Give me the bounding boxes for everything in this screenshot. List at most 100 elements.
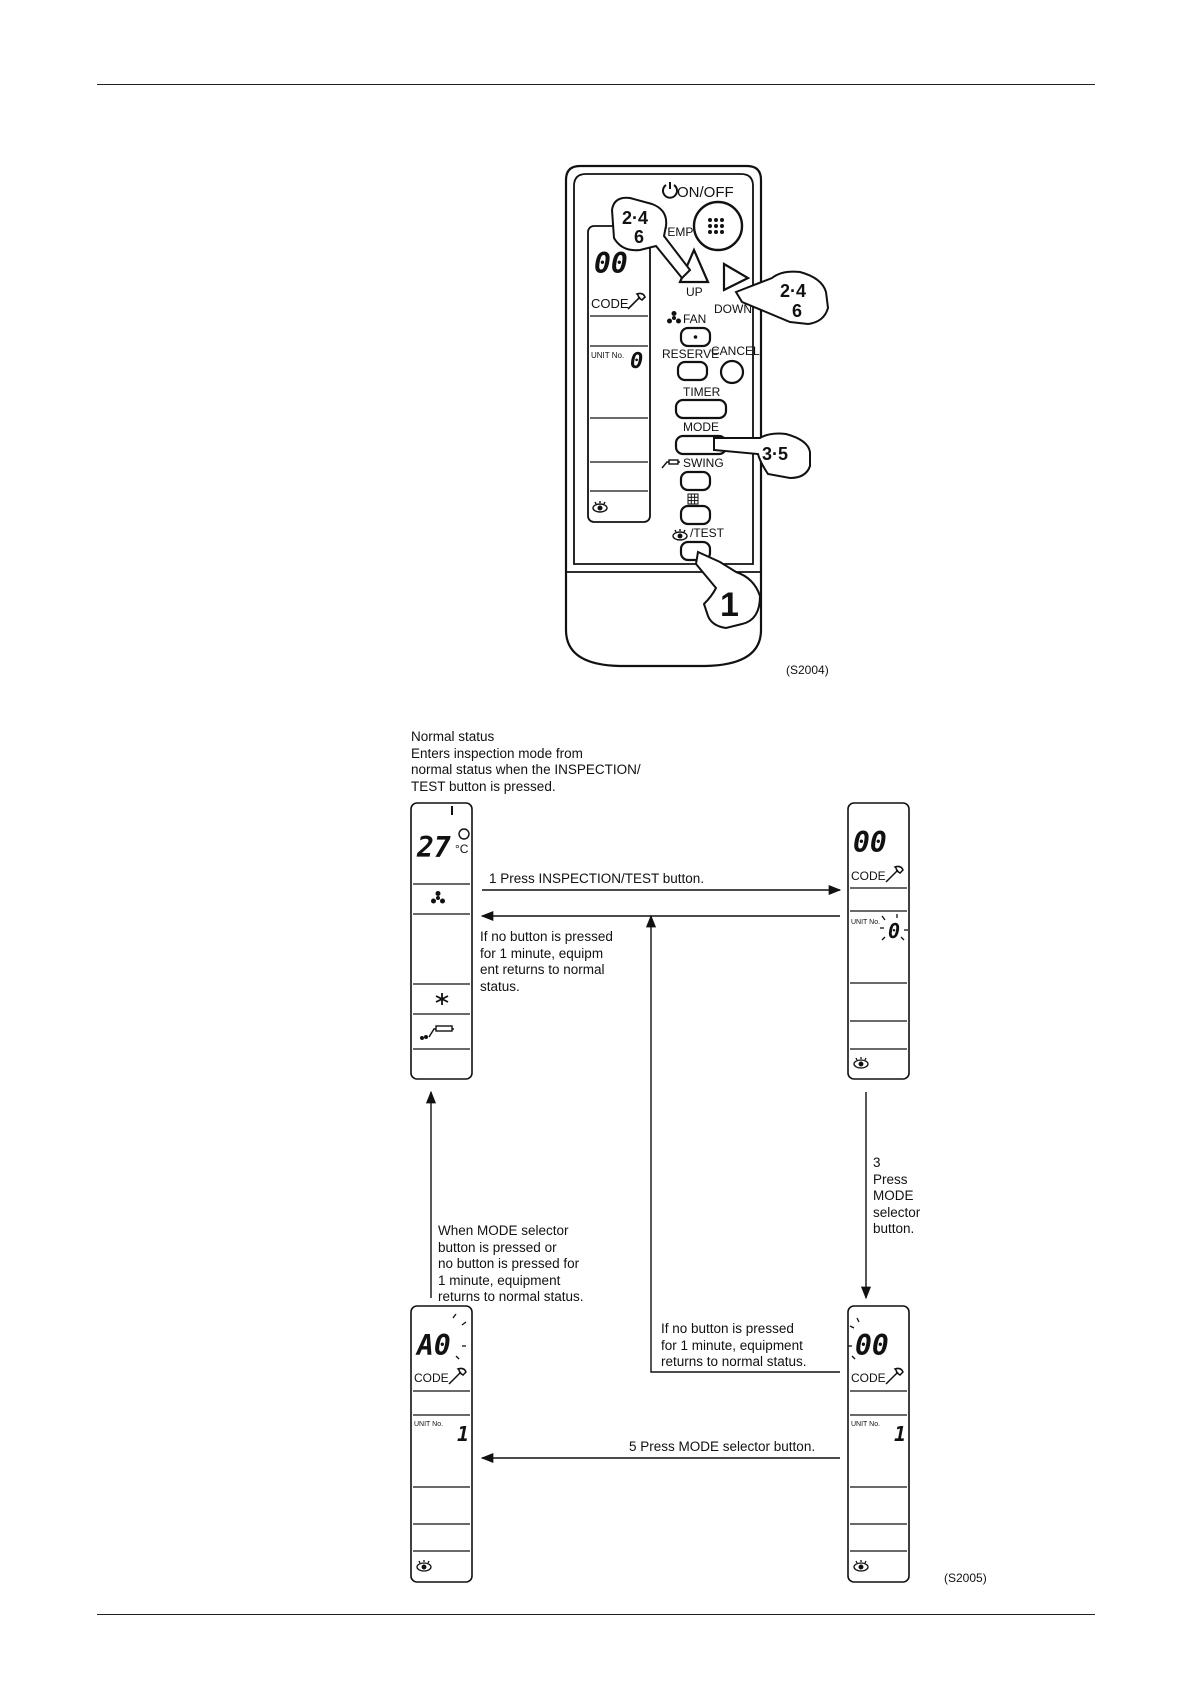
hand-pointer-up [610,196,692,280]
lcd-panel-error: A0 CODE UNIT No. 1 [410,1305,473,1583]
remote-controller-illustration: 00 CODE UNIT No. 0 ON/OFF TEMP UP DOWN F… [564,164,830,668]
timeout1-text: If no button is pressed for 1 minute, eq… [480,929,613,995]
swing-button [679,470,712,492]
swing-label: SWING [683,456,724,470]
code-select-unit-no: 1 [894,1422,906,1446]
normal-temp: 27 [416,831,451,864]
timeout2-text: If no button is pressed for 1 minute, eq… [661,1321,807,1371]
wrench-icon [885,1367,904,1385]
lcd-panel-inspection: 00 CODE UNIT No. 0 [847,802,910,1080]
intro-line: Enters inspection mode from [411,745,583,761]
reserve-button [676,360,709,382]
down-label: DOWN [714,302,752,316]
code-select-unit-no-label: UNIT No. [851,1421,880,1428]
timeout1-line: for 1 minute, equipm [480,945,604,961]
timeout1-line: status. [480,978,520,994]
step3-line: Press [873,1171,908,1187]
timeout2-line: for 1 minute, equipment [661,1337,803,1353]
bottom-rule [97,1614,1095,1615]
hand-down-step-a: 2·4 [780,281,806,301]
step3-line: selector [873,1204,921,1220]
timer-button [674,398,728,420]
hand-up-step-b: 6 [634,227,644,247]
inspection-unit-no-label: UNIT No. [851,919,880,926]
error-unit-no: 1 [457,1422,469,1446]
eye-icon [853,1560,869,1572]
eye-icon [853,1057,869,1069]
intro-text: Normal status Enters inspection mode fro… [411,729,641,795]
power-icon [662,182,678,199]
inspection-code: 00 [853,826,887,859]
error-code-label: CODE [414,1371,449,1385]
mode-return-line: When MODE selector [438,1223,569,1238]
hand-test-step: 1 [720,586,739,624]
timeout1-line: ent returns to normal [480,962,605,977]
hand-pointer-down [734,270,830,326]
step5-label: 5 Press MODE selector button. [629,1439,816,1454]
hand-mode-step: 3·5 [762,444,788,464]
mode-return-line: returns to normal status. [438,1289,584,1304]
power-icon [458,828,470,840]
down-button [722,262,751,292]
mode-return-line: no button is pressed for [438,1256,580,1271]
timeout1-line: If no button is pressed [480,929,613,944]
cancel-button [719,359,745,385]
flow-figure-ref: (S2005) [944,1571,987,1585]
blink-marks [880,914,908,941]
fan-label: FAN [683,312,706,326]
remote-figure-ref: (S2004) [786,663,829,677]
swing-icon [420,1025,454,1040]
intro-line: TEST button is pressed. [411,778,556,794]
step1-label: 1 Press INSPECTION/TEST button. [489,871,705,886]
fan-icon [431,891,445,904]
timeout2-line: returns to normal status. [661,1354,807,1369]
remote-unit-no-label: UNIT No. [591,351,624,360]
hand-pointer-mode [713,432,811,480]
hand-pointer-test [694,550,762,630]
lcd-panel-code-select: 00 CODE UNIT No. 1 [847,1305,910,1583]
code-select-code: 00 [855,1329,889,1362]
eye-icon [672,529,688,541]
mode-return-line: button is pressed or [438,1239,557,1255]
wrench-icon [885,865,904,883]
cancel-label: CANCEL [711,344,760,358]
reserve-label: RESERVE [662,347,719,361]
test-label: /TEST [690,526,725,540]
mode-return-line: 1 minute, equipment [438,1272,561,1288]
mode-return-text: When MODE selector button is pressed or … [438,1223,584,1306]
eye-icon [592,501,608,513]
step3-text: 3 Press MODE selector button. [873,1155,920,1238]
eye-icon [416,1560,432,1572]
hand-down-step-b: 6 [792,301,802,321]
up-label: UP [686,285,703,299]
remote-unit-no-value: 0 [630,349,643,374]
on-off-label: ON/OFF [677,184,734,201]
swing-icon [661,459,680,469]
code-select-code-label: CODE [851,1371,886,1385]
top-rule [97,84,1095,85]
wrench-icon [627,292,646,310]
fan-icon [667,311,681,324]
snowflake-icon [435,993,449,1005]
arrow-timeout2 [645,914,840,1373]
remote-code-label: CODE [591,296,629,311]
temp-label: TEMP [660,225,693,239]
intro-line: normal status when the INSPECTION/ [411,762,641,777]
step3-line: button. [873,1221,915,1236]
lcd-panel-normal: 27 °C [410,802,473,1080]
timeout2-line: If no button is pressed [661,1321,794,1336]
hand-up-step-a: 2·4 [622,208,648,228]
grid-button [679,504,712,526]
step3-line: MODE [873,1188,914,1203]
error-unit-no-label: UNIT No. [414,1421,443,1428]
remote-lcd-code: 00 [594,247,628,280]
grid-icon [687,493,699,505]
mode-label: MODE [683,420,719,434]
intro-line: Normal status [411,729,495,744]
timer-label: TIMER [683,385,721,399]
step3-line: 3 [873,1155,881,1170]
error-code: A0 [415,1329,451,1362]
wrench-icon [448,1367,467,1385]
normal-temp-unit: °C [455,842,469,856]
